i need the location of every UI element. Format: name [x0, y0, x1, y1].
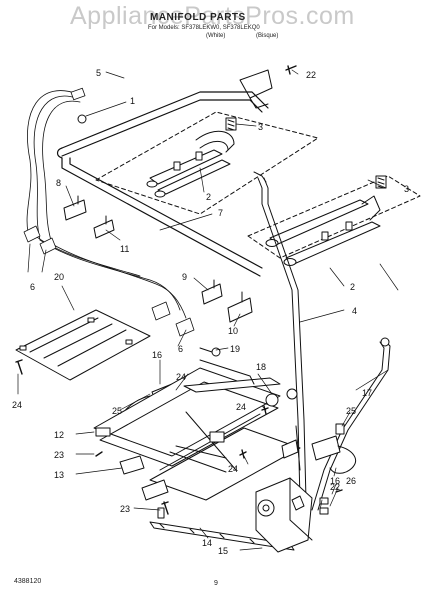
gas-tube	[253, 171, 307, 501]
callout-3-lower: 3	[404, 184, 409, 194]
callout-23-bottom: 23	[120, 504, 130, 514]
callout-25-right: 25	[346, 406, 356, 416]
callout-19: 19	[230, 344, 240, 354]
callout-17: 17	[362, 388, 372, 398]
callout-15: 15	[218, 546, 228, 556]
wiring-harness	[23, 87, 195, 337]
callout-7: 7	[218, 208, 223, 218]
page-number: 9	[214, 580, 218, 587]
callout-2-lower: 2	[350, 282, 355, 292]
callout-22-bottom: 22	[330, 482, 340, 492]
callout-1: 1	[130, 96, 135, 106]
regulator	[255, 477, 313, 553]
callout-10: 10	[228, 326, 238, 336]
watermark: AppliancePartsPros.com	[70, 2, 355, 30]
callout-26: 26	[346, 476, 356, 486]
callout-18: 18	[256, 362, 266, 372]
valves	[63, 114, 253, 323]
callout-22-top: 22	[306, 70, 316, 80]
callout-14: 14	[202, 538, 212, 548]
right-switch-assembly	[281, 423, 356, 515]
callout-6-mid: 6	[178, 344, 183, 354]
callout-24-left: 24	[12, 400, 22, 410]
callout-11: 11	[120, 244, 129, 254]
callout-12: 12	[54, 430, 64, 440]
heat-shield	[15, 309, 151, 381]
rear-bracket	[239, 69, 273, 109]
callout-5: 5	[96, 68, 101, 78]
screws	[15, 65, 343, 515]
tube-17	[311, 337, 391, 511]
callout-25-left: 25	[112, 406, 122, 416]
callout-6-left: 6	[30, 282, 35, 292]
callout-16-right: 16	[330, 476, 340, 486]
callout-24-right: 24	[236, 402, 246, 412]
leader-lines	[17, 69, 399, 551]
callout-2-upper: 2	[206, 192, 211, 202]
callout-24-bottom: 24	[228, 464, 238, 474]
document-number: 4388120	[14, 578, 42, 585]
callout-4: 4	[352, 306, 357, 316]
model-line: For Models: SF378LEKW0, SF378LEKQ0	[148, 25, 260, 31]
burner-base	[93, 367, 301, 551]
lower-burner-area	[247, 175, 421, 266]
color-white: (White)	[206, 33, 226, 39]
callout-24-mid: 24	[176, 372, 186, 382]
callout-3-upper: 3	[258, 122, 263, 132]
callout-20: 20	[54, 272, 64, 282]
callout-23-left: 23	[54, 450, 64, 460]
manifold-pipe	[56, 91, 269, 277]
diagram-title: MANIFOLD PARTS	[150, 12, 246, 23]
color-bisque: (Bisque)	[256, 33, 279, 39]
support-rail	[183, 359, 298, 407]
callout-9: 9	[182, 272, 187, 282]
callout-8: 8	[56, 178, 61, 188]
callouts: 1 2 2 3 3 4 5 6 6 7 8 9 10 11 12 13 14 1…	[12, 68, 409, 556]
callout-13: 13	[54, 470, 64, 480]
callout-16-left: 16	[152, 350, 162, 360]
